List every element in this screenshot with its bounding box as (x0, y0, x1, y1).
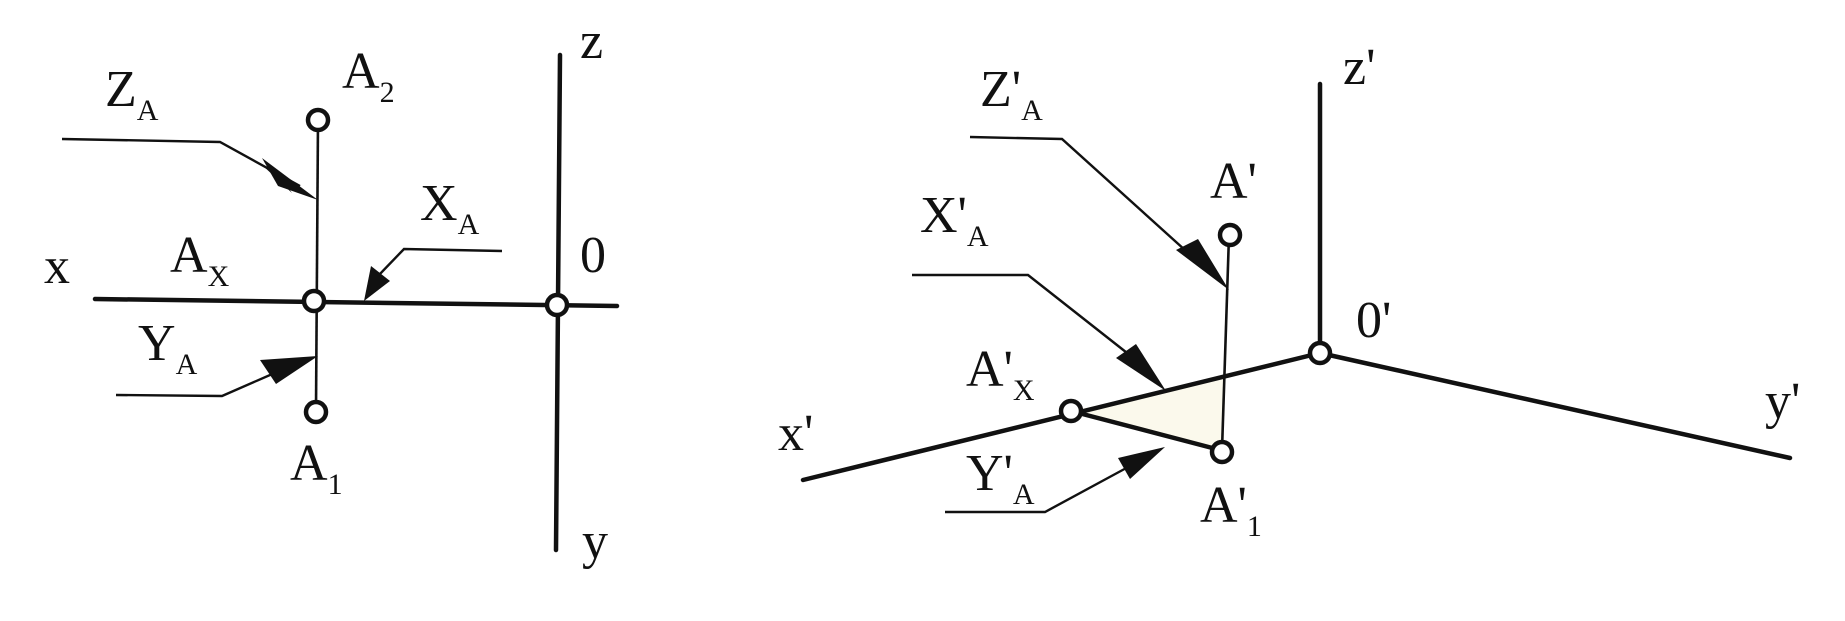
axo-leader-xa (912, 273, 1137, 361)
axo-arrowhead-xa (1116, 344, 1166, 391)
ortho-label-origin: 0 (580, 227, 606, 284)
ortho-label-za: ZA (105, 61, 159, 127)
axo-label-z: z' (1343, 39, 1375, 96)
axo-arrowhead-za (1176, 239, 1229, 290)
axo-arrowhead-ya (1118, 447, 1165, 479)
ortho-arrowhead-za (262, 158, 318, 200)
axo-leader-ya (945, 464, 1131, 514)
axo-label-a1: A'1 (1200, 477, 1262, 543)
axo-projection-link-line (1220, 234, 1231, 451)
axo-leader-za (969, 135, 1197, 261)
ortho-label-ax: AX (170, 227, 230, 293)
axo-point-ax (1058, 398, 1084, 424)
ortho-point-a1 (303, 399, 329, 425)
axo-label-a: A' (1210, 153, 1257, 210)
axo-y-coordinate-segment (1068, 408, 1223, 453)
axo-label-y: y' (1765, 373, 1800, 430)
orthographic-view: z 0 x y A2 AX A1 ZA XA YA (44, 13, 620, 570)
axonometric-view: z' 0' x' y' A' A'X A'1 Z'A X'A Y'A (778, 39, 1800, 543)
axo-y-axis-line (1317, 350, 1793, 461)
ortho-label-a2: A2 (342, 43, 395, 109)
axo-point-a (1217, 222, 1243, 248)
ortho-leader-za (61, 137, 301, 188)
ortho-x-axis-line (92, 296, 620, 309)
ortho-label-x: x (44, 238, 70, 295)
axo-point-a1 (1209, 439, 1235, 465)
axo-label-ax: A'X (966, 341, 1035, 407)
axo-label-origin: 0' (1356, 292, 1391, 349)
ortho-arrowhead-xa (364, 266, 390, 301)
ortho-leader-xa (377, 247, 503, 277)
axo-label-za: Z'A (980, 61, 1043, 127)
axo-label-x: x' (778, 405, 813, 462)
axo-point-origin (1307, 340, 1333, 366)
ortho-point-a2 (305, 107, 331, 133)
ortho-label-a1: A1 (290, 435, 343, 501)
ortho-label-xa: XA (420, 175, 480, 241)
ortho-point-origin (544, 292, 570, 318)
ortho-leader-ya (115, 366, 287, 398)
ortho-projection-link-line (314, 119, 320, 409)
ortho-label-z: z (580, 13, 603, 70)
ortho-arrowhead-ya (260, 356, 318, 384)
axo-label-xa: X'A (920, 187, 989, 253)
ortho-label-y: y (582, 513, 608, 570)
axo-shaded-triangle (1071, 379, 1224, 451)
axo-label-ya: Y'A (966, 445, 1035, 511)
ortho-point-ax (301, 288, 327, 314)
ortho-label-ya: YA (138, 315, 198, 381)
